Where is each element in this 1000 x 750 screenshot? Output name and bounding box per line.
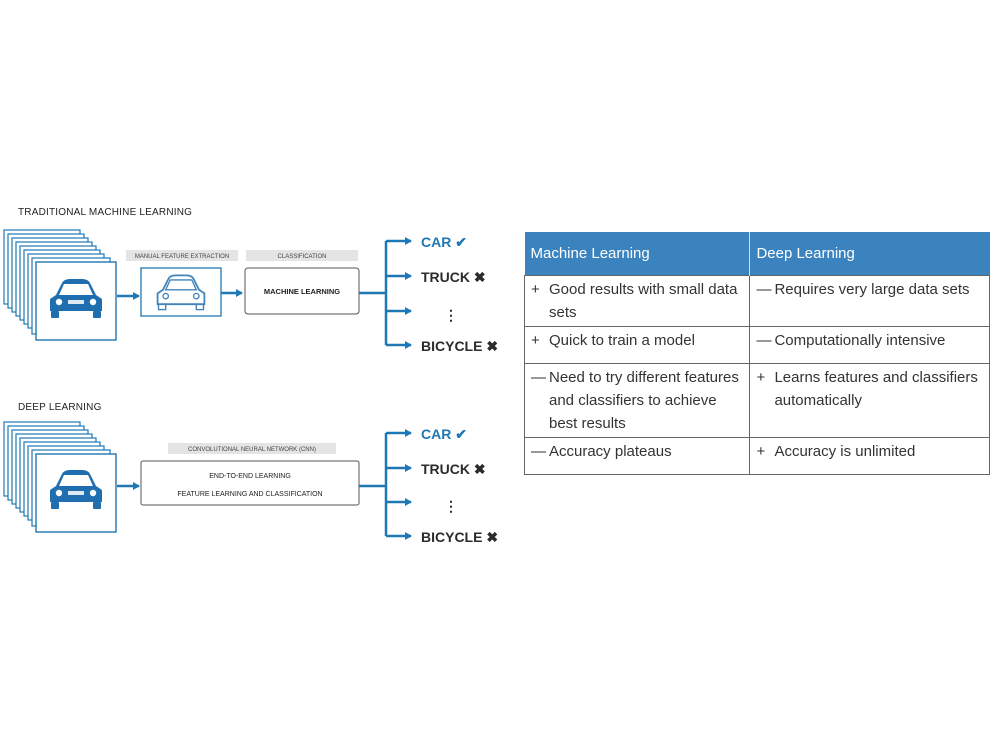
check-icon: ✔ [455,426,467,442]
output-car-label: CAR ✔ [421,234,467,250]
plus-sign: + [756,369,766,386]
feature-tag [126,250,238,261]
plus-sign: + [756,443,766,460]
classification-tag-label: CLASSIFICATION [278,254,327,260]
classifier-box [244,267,360,315]
traditional-title: TRADITIONAL MACHINE LEARNING [18,207,192,218]
minus-sign: — [756,281,772,298]
cnn-box [140,460,360,506]
deep-branch-arrows [359,429,412,540]
cnn-tag-label: CONVOLUTIONAL NEURAL NETWORK (CNN) [188,447,316,453]
output-car-label: CAR ✔ [421,426,467,442]
cnn-box-line2: FEATURE LEARNING AND CLASSIFICATION [177,491,322,498]
table-cell: —Accuracy plateaus [523,437,751,475]
feature-extraction-box [140,267,222,317]
input-image-stack [3,421,117,533]
header-machine-learning: Machine Learning [524,232,751,276]
classifier-label: MACHINE LEARNING [264,287,340,296]
cnn-box-line1: END-TO-END LEARNING [209,473,291,480]
table-row: —Need to try different features and clas… [523,363,990,438]
minus-sign: — [531,369,546,386]
cross-icon: ✖ [486,338,498,354]
cell-text: Learns features and classifiers automati… [774,369,978,409]
table-cell: + Quick to train a model [523,326,751,364]
table-cell: + Learns features and classifiers automat… [749,363,990,438]
table-cell: + Good results with small data sets [523,275,751,327]
cell-text: Need to try different features and class… [549,369,739,432]
deep-title: DEEP LEARNING [18,402,102,413]
cross-icon: ✖ [486,529,498,545]
table-cell: —Need to try different features and clas… [523,363,751,438]
cell-text: Good results with small data sets [549,281,738,321]
output-bicycle-label: BICYCLE ✖ [421,338,498,354]
plus-sign: + [531,281,540,298]
cnn-tag [168,443,336,454]
feature-tag-label: MANUAL FEATURE EXTRACTION [135,254,229,260]
output-truck-label: TRUCK ✖ [421,269,486,285]
cross-icon: ✖ [474,461,486,477]
output-truck-label: TRUCK ✖ [421,461,486,477]
minus-sign: — [756,332,772,349]
output-bicycle-label: BICYCLE ✖ [421,529,498,545]
cross-icon: ✖ [474,269,486,285]
table-cell: —Computationally intensive [749,326,990,364]
cell-text: Requires very large data sets [774,281,970,298]
cell-text: Accuracy plateaus [549,443,672,460]
header-deep-learning: Deep Learning [749,232,990,276]
table-row: + Quick to train a model —Computationally… [523,326,990,364]
cell-text: Computationally intensive [774,332,946,349]
table-row: + Good results with small data sets —Requ… [523,275,990,327]
ellipsis-icon: ⋮ [444,498,458,514]
table-cell: —Requires very large data sets [749,275,990,327]
table-cell: + Accuracy is unlimited [749,437,990,475]
ellipsis-icon: ⋮ [444,307,458,323]
comparison-table: Machine Learning Deep Learning + Good res… [523,232,990,475]
table-header-row: Machine Learning Deep Learning [524,232,990,276]
traditional-branch-arrows [359,237,412,349]
classification-tag [246,250,358,261]
cell-text: Quick to train a model [549,332,695,349]
input-image-stack [3,229,117,341]
check-icon: ✔ [455,234,467,250]
plus-sign: + [531,332,540,349]
cell-text: Accuracy is unlimited [774,443,916,460]
table-row: —Accuracy plateaus + Accuracy is unlimite… [523,437,990,475]
minus-sign: — [531,443,546,460]
